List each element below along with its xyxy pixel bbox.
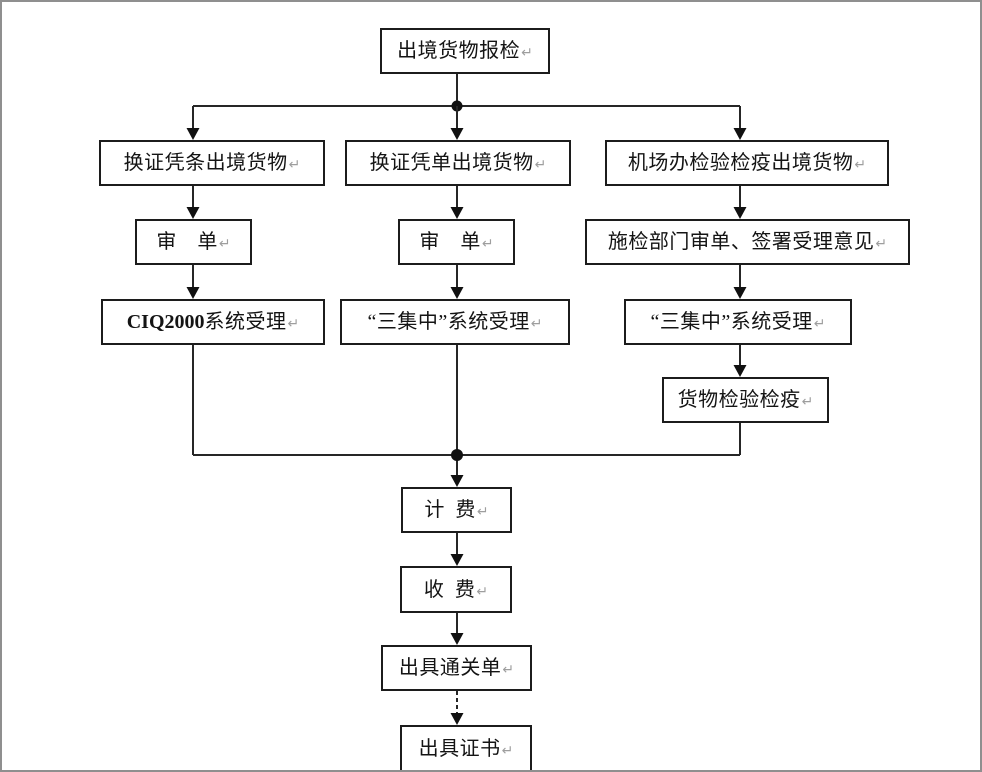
paragraph-mark-icon: ↵ bbox=[502, 662, 515, 678]
arrowhead-ciq bbox=[186, 287, 200, 299]
node-label: “三集中”系统受理 bbox=[367, 311, 530, 333]
node-billing: 计 费↵ bbox=[401, 487, 512, 533]
node-label: 出境货物报检 bbox=[397, 40, 521, 62]
paragraph-mark-icon: ↵ bbox=[288, 157, 301, 173]
node-branch-pingdan: 换证凭单出境货物↵ bbox=[345, 140, 571, 186]
paragraph-mark-icon: ↵ bbox=[521, 45, 533, 61]
junction-dot-merge bbox=[451, 449, 463, 461]
node-label: 出具通关单 bbox=[398, 657, 502, 679]
arrowhead-branch1 bbox=[186, 128, 200, 140]
node-sanjizhong-mid: “三集中”系统受理↵ bbox=[340, 299, 570, 345]
arrowhead-review1 bbox=[186, 207, 200, 219]
arrowhead-review3 bbox=[733, 207, 747, 219]
paragraph-mark-icon: ↵ bbox=[476, 504, 489, 520]
node-branch-airport: 机场办检验检疫出境货物↵ bbox=[605, 140, 889, 186]
arrowhead-certificate bbox=[450, 713, 464, 725]
paragraph-mark-icon: ↵ bbox=[875, 236, 888, 252]
node-issue-clearance: 出具通关单↵ bbox=[381, 645, 532, 691]
node-branch-pingtiao: 换证凭条出境货物↵ bbox=[99, 140, 325, 186]
paragraph-mark-icon: ↵ bbox=[481, 236, 494, 252]
node-label: 系统受理 bbox=[204, 311, 287, 333]
node-label: “三集中”系统受理 bbox=[650, 311, 813, 333]
node-start: 出境货物报检↵ bbox=[380, 28, 550, 74]
paragraph-mark-icon: ↵ bbox=[813, 316, 826, 332]
node-review-left: 审 单↵ bbox=[135, 219, 252, 265]
node-label: 出具证书 bbox=[418, 737, 501, 760]
paragraph-mark-icon: ↵ bbox=[854, 157, 867, 173]
node-label: 审 单 bbox=[419, 231, 481, 253]
node-label: 施检部门审单、签署受理意见 bbox=[607, 231, 875, 253]
arrowhead-sjz-mid bbox=[450, 287, 464, 299]
node-review-mid: 审 单↵ bbox=[398, 219, 515, 265]
node-label: 审 单 bbox=[156, 231, 218, 253]
arrowhead-billing bbox=[450, 475, 464, 487]
node-label-latin: CIQ2000 bbox=[126, 311, 205, 333]
node-review-right: 施检部门审单、签署受理意见↵ bbox=[585, 219, 910, 265]
arrowhead-clearance bbox=[450, 633, 464, 645]
junction-dot-top bbox=[451, 100, 463, 112]
node-charging: 收 费↵ bbox=[400, 566, 512, 613]
arrowhead-charging bbox=[450, 554, 464, 566]
node-cargo-inspection: 货物检验检疫↵ bbox=[662, 377, 829, 423]
node-label: 换证凭单出境货物 bbox=[369, 152, 534, 174]
paragraph-mark-icon: ↵ bbox=[801, 394, 814, 410]
node-label: 计 费 bbox=[424, 499, 476, 521]
arrowhead-review2 bbox=[450, 207, 464, 219]
node-label: 机场办检验检疫出境货物 bbox=[627, 152, 854, 174]
paragraph-mark-icon: ↵ bbox=[218, 236, 231, 252]
arrowhead-branch2 bbox=[450, 128, 464, 140]
paragraph-mark-icon: ↵ bbox=[476, 583, 489, 600]
node-sanjizhong-right: “三集中”系统受理↵ bbox=[624, 299, 852, 345]
paragraph-mark-icon: ↵ bbox=[501, 742, 514, 759]
paragraph-mark-icon: ↵ bbox=[287, 316, 300, 332]
arrowhead-branch3 bbox=[733, 128, 747, 140]
node-ciq2000-system: CIQ2000 系统受理↵ bbox=[101, 299, 325, 345]
paragraph-mark-icon: ↵ bbox=[534, 157, 547, 173]
arrowhead-inspection bbox=[733, 365, 747, 377]
node-label: 货物检验检疫 bbox=[677, 389, 801, 411]
paragraph-mark-icon: ↵ bbox=[530, 316, 543, 332]
arrowhead-sjz-right bbox=[733, 287, 747, 299]
node-label: 收 费 bbox=[423, 578, 476, 601]
node-issue-certificate: 出具证书↵ bbox=[400, 725, 532, 770]
node-label: 换证凭条出境货物 bbox=[123, 152, 288, 174]
